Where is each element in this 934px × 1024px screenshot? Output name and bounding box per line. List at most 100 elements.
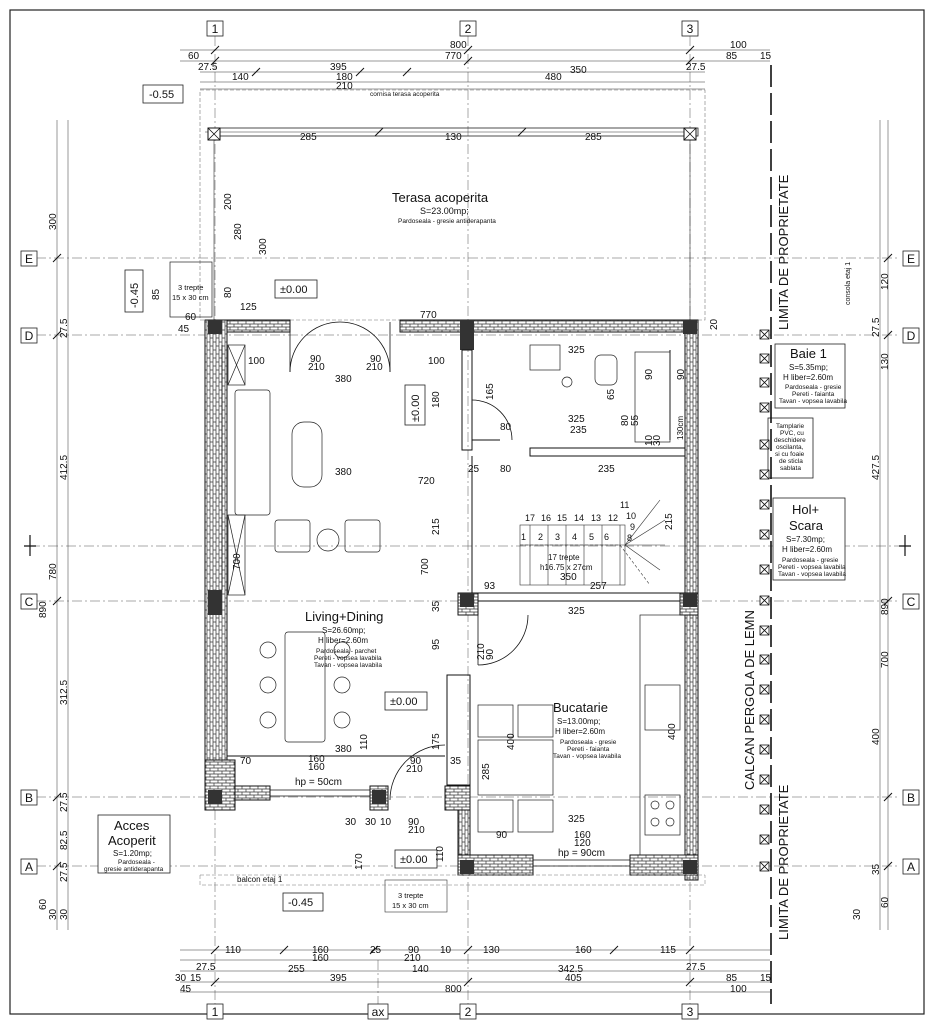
dim-inner: 55	[630, 414, 641, 426]
small-stairs: 3 trepte 15 x 30 cm 3 trepte 15 x 30 cm	[172, 283, 448, 913]
stair-step-label: 6	[604, 532, 609, 542]
stair-step-label: 2	[538, 532, 543, 542]
dim-inner: 90	[408, 817, 420, 828]
dim-inner: 720	[418, 476, 435, 487]
dimensions-right: 120 130 27.5 427.5 890 400 700 30 60 35	[852, 273, 891, 920]
stair-step-label: 8	[627, 533, 632, 543]
room-area-baie: S=5.35mp;	[789, 363, 828, 372]
dimensions-interior: 100 90 90 100 210 210 380 380 180 165 32…	[232, 318, 720, 870]
dim-inner: 35	[450, 756, 462, 767]
dim-inner: 700	[232, 553, 243, 570]
axis-markers-bottom: 1 ax 2 3	[206, 1003, 699, 1020]
dim-inner: 80	[500, 464, 512, 475]
dim-top: 800	[450, 40, 467, 51]
dim-bottom: 10	[440, 945, 452, 956]
axis-row-b-right: B	[907, 791, 915, 805]
stair-step-label: 5	[589, 532, 594, 542]
dim-top: 85	[726, 51, 738, 62]
dim-inner: 70	[240, 756, 252, 767]
dimensions-bottom: 110 160 25 90 10 130 160 115 160 210 255…	[175, 945, 772, 995]
dim-inner: 60	[185, 312, 197, 323]
dim-bottom: 27.5	[196, 962, 216, 973]
room-name-scara: Scara	[789, 518, 824, 533]
dim-inner: 65	[606, 388, 617, 400]
dim-top: 210	[336, 81, 353, 92]
room-living: Living+Dining S=26.60mp; H liber=2.60m P…	[305, 609, 383, 669]
axis-row-b-left: B	[25, 791, 33, 805]
dim-inner: 130	[445, 132, 462, 143]
stair-step-label: 16	[541, 513, 551, 523]
axis-row-a-right: A	[907, 860, 915, 874]
dim-inner: 325	[568, 606, 585, 617]
axis-markers-top: 1 2 3	[206, 20, 699, 37]
dim-left: 27.5	[59, 318, 70, 338]
dim-inner: 210	[406, 764, 423, 775]
pvc-note-line: si cu foaie	[775, 451, 805, 458]
balcon-outline	[199, 874, 706, 886]
axis-markers-rows	[20, 250, 920, 875]
room-note-living: Tavan - vopsea lavabila	[314, 662, 382, 669]
window-height: 130cm	[676, 416, 685, 440]
walls-interior	[227, 349, 686, 786]
axis-top-1: 1	[212, 22, 219, 36]
dim-inner: 110	[435, 846, 446, 862]
dimensions-left: 300 412.5 780 890 312.5 27.5 82.5 27.5 2…	[38, 213, 70, 920]
dim-inner: 110	[359, 734, 370, 750]
room-note-hol: Tavan - vopsea lavabila	[778, 571, 846, 578]
pvc-note-line: oscilanta,	[776, 444, 804, 451]
dim-bottom: 800	[445, 984, 462, 995]
dim-inner: 325	[568, 345, 585, 356]
dim-top: 395	[330, 62, 347, 73]
dim-top: 15	[760, 51, 772, 62]
dim-bottom: 115	[660, 945, 676, 956]
room-baie-box: Baie 1 S=5.35mp; H liber=2.60m Pardoseal…	[774, 343, 847, 409]
dim-inner: 400	[667, 723, 678, 740]
small-stair-label: 3 trepte	[178, 283, 203, 292]
stair-width: 350	[560, 572, 577, 583]
axis-top-2: 2	[465, 22, 472, 36]
boundary-markers	[759, 329, 770, 872]
dim-inner: 85	[151, 288, 162, 300]
room-name-baie: Baie 1	[790, 346, 827, 361]
dim-inner: 325	[568, 814, 585, 825]
axis-row-labels: E E D D C C B B A A	[25, 252, 916, 874]
stair-step-label: 9	[630, 522, 635, 532]
property-limit-label: LIMITA DE PROPRIETATE	[776, 174, 791, 330]
axis-top-3: 3	[687, 22, 694, 36]
room-area-living: S=26.60mp;	[322, 626, 365, 635]
level-value: ±0.00	[280, 284, 307, 296]
dim-left: 60	[38, 898, 49, 910]
dim-top: 60	[188, 51, 200, 62]
dim-inner: 100	[428, 356, 445, 367]
axis-row-d-left: D	[25, 329, 34, 343]
dim-inner: 380	[335, 374, 352, 385]
axis-row-c-left: C	[25, 595, 34, 609]
room-name-acoperit: Acoperit	[108, 833, 156, 848]
level-markers: -0.55 ±0.00 ±0.00 ±0.00 ±0.00 -0.45 -0.4…	[124, 84, 438, 912]
dim-inner: 235	[598, 464, 615, 475]
dim-bottom: 30	[175, 973, 187, 984]
dim-inner: 380	[335, 744, 352, 755]
window-width: 90	[644, 368, 655, 380]
dim-bottom: 15	[190, 973, 202, 984]
axis-row-e-right: E	[907, 252, 915, 266]
dim-inner: 210	[308, 362, 325, 373]
dim-bottom: 140	[412, 964, 429, 975]
dim-inner: 215	[431, 518, 442, 535]
dim-bottom: 25	[370, 945, 382, 956]
pvc-note-line: Tamplarie	[776, 423, 805, 430]
staircase: 17 16 15 14 13 12 1 2 3 4 5 6 11 10 9 8 …	[519, 499, 666, 586]
room-note-hol: Pereti - vopsea lavabila	[778, 564, 846, 571]
dim-top: 27.5	[686, 62, 706, 73]
dim-inner: 170	[354, 853, 365, 870]
dim-top: 480	[545, 72, 562, 83]
dim-bottom: 15	[760, 973, 772, 984]
dim-left: 780	[48, 563, 59, 580]
dim-inner: 25	[468, 464, 480, 475]
dim-left: 30	[59, 908, 70, 920]
room-note-baie: Pardoseala - gresie	[785, 384, 842, 391]
room-note-baie: Pereti - faianta	[792, 391, 835, 398]
dim-inner: 285	[300, 132, 317, 143]
terrace: cornisa terasa acoperita Terasa acoperit…	[151, 89, 706, 335]
axis-bottom-1: 1	[212, 1005, 219, 1019]
